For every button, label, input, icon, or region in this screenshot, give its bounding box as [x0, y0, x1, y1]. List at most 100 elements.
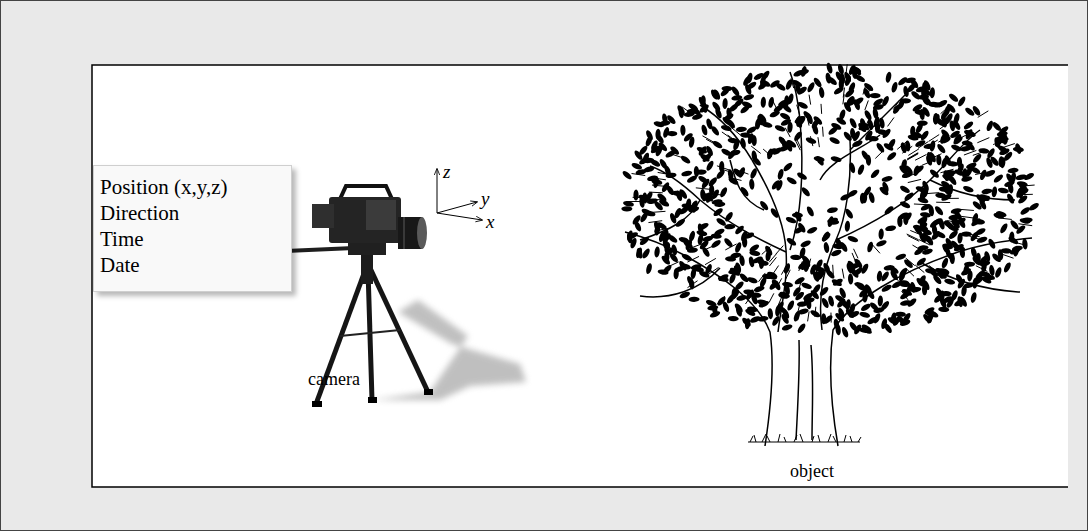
leaf — [876, 271, 882, 282]
leaf — [945, 170, 956, 175]
leaf — [663, 165, 672, 177]
leaf — [799, 247, 807, 259]
leaf — [699, 152, 711, 163]
leaf — [792, 212, 803, 218]
leaf — [1007, 235, 1019, 245]
leaf — [903, 258, 915, 269]
leaf — [941, 295, 953, 305]
leaf — [844, 75, 853, 87]
leaf — [948, 229, 960, 240]
leaf — [633, 189, 638, 200]
leaf — [673, 265, 685, 274]
leaf — [857, 164, 866, 176]
leaf — [1022, 217, 1033, 223]
twig — [822, 127, 824, 137]
leaf — [686, 202, 698, 212]
leaf — [835, 116, 847, 126]
leaf — [889, 269, 899, 281]
object-caption: object — [790, 462, 834, 480]
twig — [821, 104, 823, 114]
leaf — [839, 241, 849, 253]
leaf — [766, 272, 778, 281]
leaf — [712, 207, 724, 218]
leaf — [727, 137, 739, 143]
leaf — [786, 299, 796, 311]
leaf — [961, 140, 973, 147]
leaf — [737, 166, 746, 178]
leaf — [847, 235, 859, 244]
leaf — [662, 126, 670, 138]
leaf — [934, 267, 946, 276]
leaf — [743, 93, 755, 101]
leaf — [783, 262, 792, 274]
leaf — [679, 291, 691, 300]
leaf — [997, 144, 1009, 154]
leaf — [794, 290, 806, 301]
leaf — [923, 306, 935, 316]
info-box: Position (x,y,z)DirectionTimeDate — [93, 165, 292, 292]
leaf — [689, 297, 700, 302]
twig — [769, 257, 776, 266]
leaf — [719, 86, 731, 97]
leaf — [940, 193, 952, 203]
leaf — [797, 222, 807, 234]
leaf — [621, 206, 632, 211]
leaf — [844, 221, 850, 232]
leaf — [793, 130, 804, 142]
leaf — [682, 132, 694, 143]
leaf — [976, 235, 988, 244]
leaf — [866, 316, 878, 326]
leaf — [734, 241, 743, 253]
leaf — [809, 309, 821, 319]
leaf — [923, 143, 934, 149]
leaf — [873, 307, 885, 314]
leaf — [979, 169, 988, 181]
leaf — [891, 280, 903, 290]
leaf — [940, 157, 948, 169]
leaf — [717, 273, 729, 283]
leaf — [749, 178, 755, 189]
leaf — [909, 77, 920, 89]
info-text: Position (x,y,z) — [100, 174, 285, 200]
leaf — [964, 261, 975, 267]
leaf — [866, 241, 874, 253]
twig — [842, 269, 844, 279]
leaf — [709, 310, 721, 319]
leaf — [690, 263, 702, 271]
leaf — [933, 293, 945, 304]
leaf — [944, 278, 956, 285]
leaf — [645, 263, 653, 275]
leaf — [986, 147, 996, 159]
leaf — [697, 222, 709, 231]
leaf — [915, 256, 927, 267]
leaf — [802, 291, 814, 301]
leaf — [719, 161, 725, 172]
leaf — [711, 139, 723, 149]
leaf — [979, 193, 991, 202]
leaf — [948, 92, 960, 103]
leaf — [790, 254, 801, 260]
leaf — [900, 159, 908, 171]
leaf — [848, 310, 860, 319]
leaf — [830, 155, 842, 163]
panel-border — [92, 65, 1068, 487]
leaf — [818, 87, 825, 99]
leaf — [1028, 202, 1040, 212]
leaf — [983, 251, 991, 263]
leaf — [963, 129, 975, 138]
leaf — [710, 188, 720, 200]
leaf — [914, 109, 925, 115]
leaf — [658, 198, 670, 208]
leaf — [836, 297, 847, 309]
leaf — [921, 187, 929, 199]
leaf — [770, 278, 781, 290]
leaf — [1017, 182, 1029, 193]
leaf — [875, 239, 887, 248]
leaf — [1022, 238, 1028, 249]
leaf — [779, 144, 791, 153]
leaf — [760, 97, 766, 108]
leaf — [668, 252, 679, 264]
leaf — [897, 98, 906, 110]
leaf — [736, 126, 747, 132]
tree-leaves — [621, 62, 1040, 338]
